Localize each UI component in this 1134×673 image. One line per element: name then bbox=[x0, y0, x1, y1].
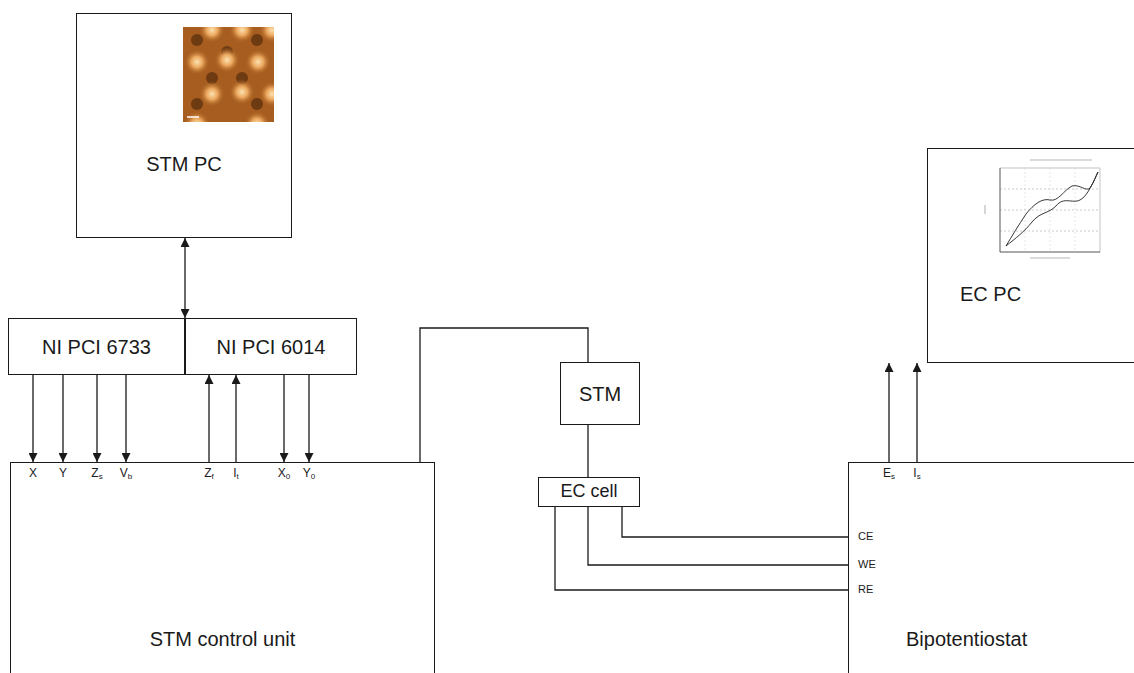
component-box: NI PCI 6733 bbox=[8, 318, 185, 375]
signal-name: CE bbox=[858, 530, 873, 542]
box-label: EC PC bbox=[960, 282, 1021, 306]
box-label: STM bbox=[579, 382, 621, 406]
connector bbox=[420, 328, 588, 462]
connector bbox=[555, 507, 848, 590]
connector bbox=[308, 375, 309, 462]
connector bbox=[916, 363, 917, 462]
signal-name: Y0 bbox=[303, 467, 315, 480]
component-box: EC PC bbox=[927, 148, 1134, 363]
signal-name: X bbox=[29, 467, 37, 480]
connector bbox=[184, 238, 185, 318]
signal-name: Es bbox=[883, 467, 895, 480]
box-label: NI PCI 6014 bbox=[217, 335, 326, 359]
signal-name: It bbox=[233, 467, 239, 480]
signal-name: Vb bbox=[120, 467, 132, 480]
component-box: STM bbox=[560, 362, 640, 425]
component-box: NI PCI 6014 bbox=[185, 318, 357, 375]
signal-name: WE bbox=[858, 558, 876, 570]
connector bbox=[125, 375, 126, 462]
connector bbox=[235, 375, 236, 462]
connector bbox=[283, 375, 284, 462]
connector bbox=[62, 375, 63, 462]
signal-name: Zf bbox=[204, 467, 214, 480]
signal-name: Zs bbox=[91, 467, 102, 480]
signal-name: RE bbox=[858, 583, 873, 595]
cv-plot bbox=[985, 160, 1100, 258]
connector bbox=[96, 375, 97, 462]
connector bbox=[208, 375, 209, 462]
box-label: EC cell bbox=[560, 481, 617, 503]
connector bbox=[622, 507, 848, 537]
signal-name: Is bbox=[913, 467, 920, 480]
component-box: STM control unit bbox=[10, 462, 435, 673]
box-label: Bipotentiostat bbox=[906, 627, 1027, 651]
signal-name: X0 bbox=[278, 467, 290, 480]
connector bbox=[32, 375, 33, 462]
component-box: STM PC bbox=[76, 13, 292, 238]
component-box: Bipotentiostat bbox=[848, 462, 1134, 673]
stm-image bbox=[183, 27, 274, 122]
connector bbox=[587, 425, 588, 477]
box-label: STM control unit bbox=[150, 627, 296, 651]
signal-name: Y bbox=[59, 467, 67, 480]
connector bbox=[888, 363, 889, 462]
connector bbox=[588, 507, 848, 565]
box-label: NI PCI 6733 bbox=[42, 335, 151, 359]
component-box: EC cell bbox=[538, 477, 640, 507]
box-label: STM PC bbox=[146, 152, 222, 176]
